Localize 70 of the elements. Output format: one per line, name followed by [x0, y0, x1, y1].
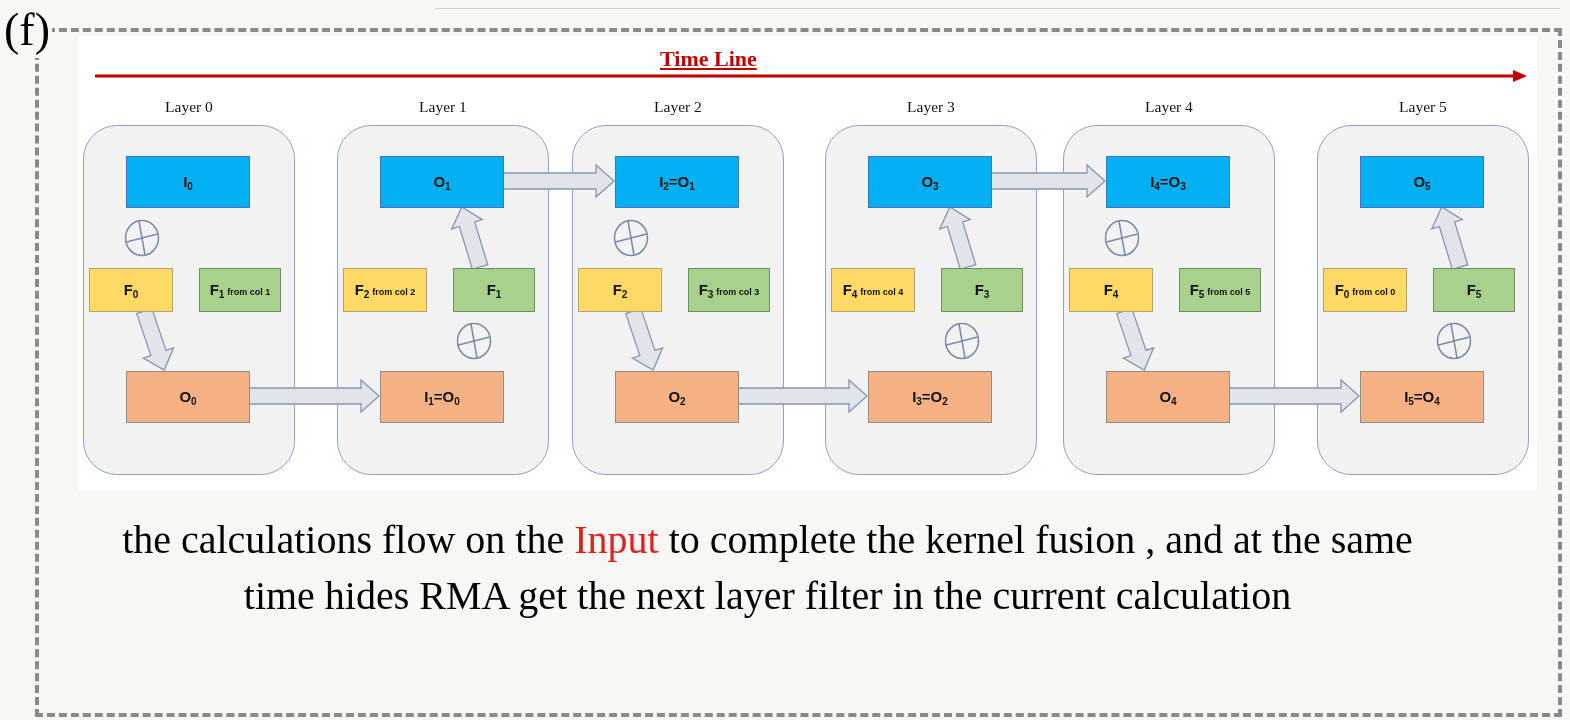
data-block [578, 268, 662, 312]
block-label: I$_{2}$=O$_{1}$ [659, 172, 695, 192]
data-block [380, 371, 504, 423]
data-block [343, 268, 427, 312]
block-label: I$_{0}$ [183, 172, 193, 192]
block-label: F$_{2}$ [354, 280, 370, 300]
data-block [1360, 156, 1484, 208]
block-label: O$_{2}$ [668, 387, 686, 407]
layer-heading: Layer 4 [1144, 98, 1194, 116]
data-block [688, 268, 770, 312]
block-label: O$_{3}$ [921, 172, 939, 192]
layer-heading: Layer 3 [906, 98, 956, 116]
block-label: F$_{1}$ [209, 280, 225, 300]
data-block [380, 156, 504, 208]
block-note: from col 2 [372, 286, 416, 297]
layer-heading: Layer 2 [653, 98, 703, 116]
block-label: F$_{0}$ [123, 280, 139, 300]
block-label: F$_{3}$ [698, 280, 714, 300]
block-note: from col 1 [227, 286, 271, 297]
data-block [126, 371, 250, 423]
layer-heading: Layer 0 [164, 98, 214, 116]
data-block [453, 268, 535, 312]
data-block [868, 371, 992, 423]
block-label: F$_{5}$ [1466, 280, 1482, 300]
block-note: from col 5 [1207, 286, 1251, 297]
data-block [199, 268, 281, 312]
block-label: O$_{0}$ [179, 387, 197, 407]
data-block [868, 156, 992, 208]
block-label: I$_{3}$=O$_{2}$ [912, 387, 948, 407]
data-block [1106, 156, 1230, 208]
data-block [1433, 268, 1515, 312]
block-label: F$_{1}$ [486, 280, 502, 300]
block-arrow [737, 378, 868, 414]
block-label: O$_{1}$ [433, 172, 451, 192]
data-block [89, 268, 173, 312]
data-block [1106, 371, 1230, 423]
block-arrow [1430, 206, 1469, 271]
layer-heading: Layer 5 [1398, 98, 1448, 116]
block-arrow [990, 163, 1106, 199]
block-arrow [938, 206, 977, 271]
data-block [1179, 268, 1261, 312]
block-arrow [1228, 378, 1360, 414]
data-block [1360, 371, 1484, 423]
block-arrow [450, 206, 489, 271]
block-label: F$_{0}$ [1334, 280, 1350, 300]
data-block [941, 268, 1023, 312]
block-label: F$_{3}$ [974, 280, 990, 300]
block-label: I$_{1}$=O$_{0}$ [424, 387, 460, 407]
block-label: I$_{4}$=O$_{3}$ [1150, 172, 1186, 192]
timeline-label: Time Line [660, 46, 757, 72]
data-block [1069, 268, 1153, 312]
block-note: from col 4 [860, 286, 904, 297]
data-block [615, 156, 739, 208]
data-block [126, 156, 250, 208]
block-label: I$_{5}$=O$_{4}$ [1404, 387, 1440, 407]
block-note: from col 0 [1352, 286, 1396, 297]
block-arrow [502, 163, 615, 199]
block-arrow [248, 378, 380, 414]
data-block [831, 268, 915, 312]
block-label: F$_{4}$ [1103, 280, 1119, 300]
data-block [1323, 268, 1407, 312]
block-label: F$_{2}$ [612, 280, 628, 300]
data-block [615, 371, 739, 423]
block-note: from col 3 [716, 286, 760, 297]
block-label: O$_{4}$ [1159, 387, 1177, 407]
layer-heading: Layer 1 [418, 98, 468, 116]
block-label: F$_{5}$ [1189, 280, 1205, 300]
block-label: O$_{5}$ [1413, 172, 1431, 192]
caption: the calculations flow on the Input to complete the kernel fusion , and at the same time hides RMA get the next layer filter in the current calculation [121, 516, 1414, 620]
block-label: F$_{4}$ [842, 280, 858, 300]
